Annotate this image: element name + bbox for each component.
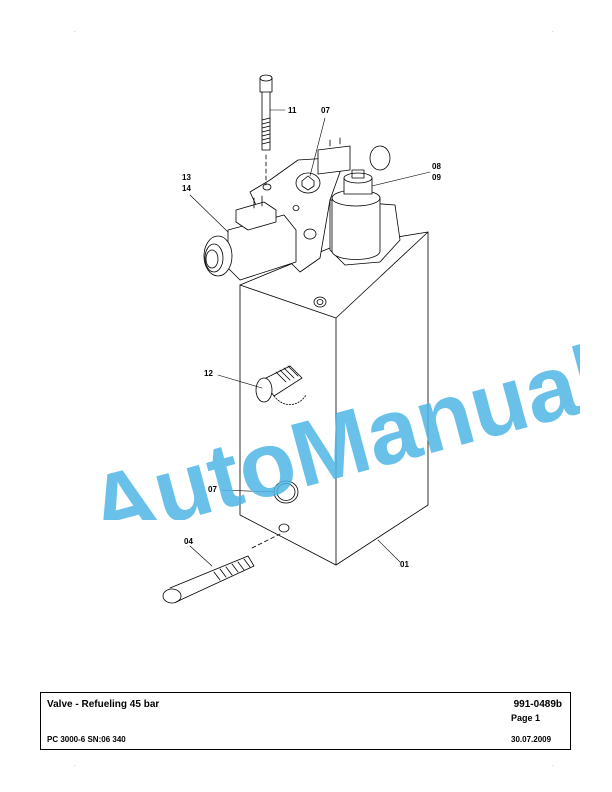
callout-13: 13 [182, 173, 191, 182]
page-number: Page 1 [511, 713, 541, 723]
title-block: Valve - Refueling 45 bar 991-0489b Page … [40, 692, 571, 750]
callout-01: 01 [400, 560, 409, 569]
callout-12: 12 [204, 369, 213, 378]
solenoid-coil-left [203, 195, 297, 281]
model-serial: PC 3000-6 SN:06 340 [47, 735, 126, 744]
bolt-04 [162, 523, 290, 604]
corner-mark: . [552, 762, 554, 768]
corner-mark: . [74, 28, 76, 34]
corner-mark: . [552, 28, 554, 34]
solenoid-coil-right [317, 137, 391, 260]
exploded-view-drawing [162, 74, 431, 604]
callout-11: 11 [288, 106, 297, 115]
callout-08: 08 [432, 162, 441, 171]
document-number: 991-0489b [513, 699, 562, 710]
callout-09: 09 [432, 173, 441, 182]
plug-12 [255, 365, 307, 405]
bolt-11 [259, 74, 273, 186]
document-date: 30.07.2009 [511, 735, 552, 744]
callout-14: 14 [182, 184, 191, 193]
document-title: Valve - Refueling 45 bar [47, 699, 160, 710]
callout-04: 04 [184, 537, 193, 546]
leader-lines [189, 109, 431, 567]
callout-07-bottom: 07 [208, 485, 217, 494]
corner-mark: . [74, 762, 76, 768]
callout-07-top: 07 [321, 106, 330, 115]
